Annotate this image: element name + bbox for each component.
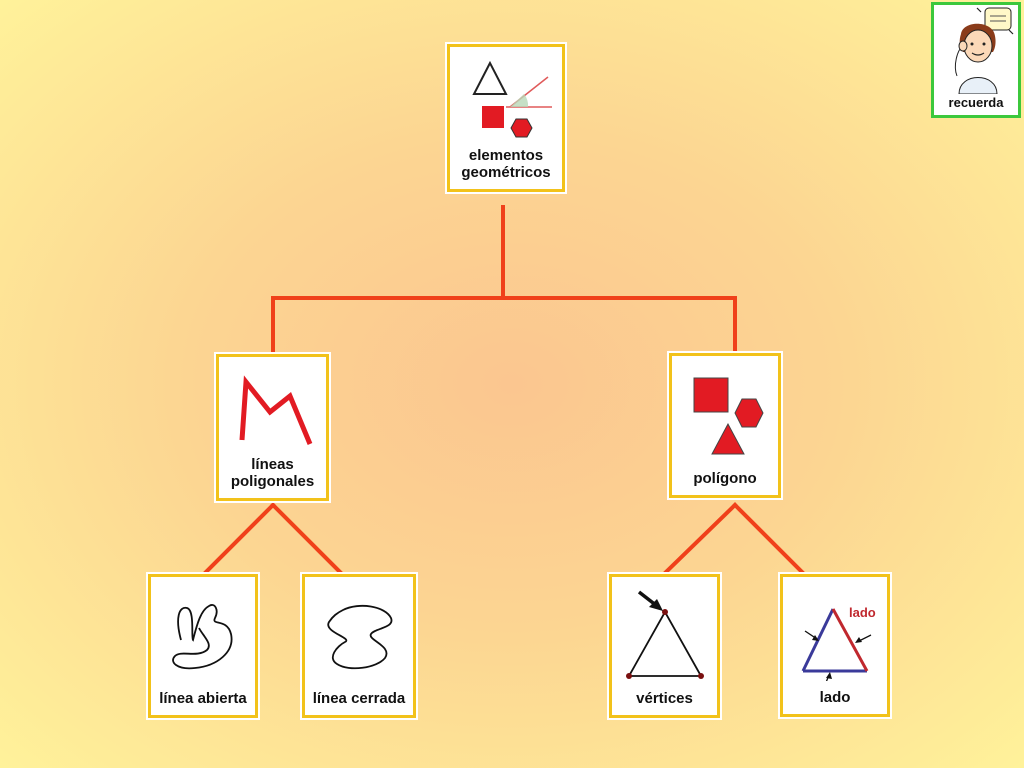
geometry-elements-icon	[472, 60, 552, 138]
closed-curve-icon	[327, 604, 393, 669]
node-vertices: vértices	[607, 572, 722, 720]
connector-vertices	[663, 502, 738, 575]
triangle-vertex-icon	[625, 590, 704, 679]
node-label: línea abierta	[159, 690, 247, 707]
remember-card[interactable]: recuerda	[931, 2, 1021, 118]
remember-label: recuerda	[948, 95, 1004, 110]
node-label: líneas poligonales	[230, 456, 315, 490]
node-open-line: línea abierta	[146, 572, 260, 720]
side-annotation: lado	[849, 605, 876, 620]
node-label: lado	[819, 689, 851, 706]
connector-open-line	[203, 502, 276, 575]
node-closed-line: línea cerrada	[300, 572, 418, 720]
node-label: polígono	[693, 470, 757, 487]
polyline-icon	[239, 374, 312, 445]
node-polygonal-lines: líneas poligonales	[214, 352, 331, 503]
node-side: lado lado	[778, 572, 892, 719]
thinking-person-icon	[954, 7, 1014, 94]
connector-closed-line	[270, 502, 343, 575]
polygons-icon	[693, 377, 764, 455]
node-label: elementos geométricos	[461, 147, 551, 181]
node-polygon: polígono	[667, 351, 783, 500]
node-geometric-elements: elementos geométricos	[445, 42, 567, 194]
triangle-side-icon	[801, 608, 872, 681]
connector-side	[732, 502, 805, 575]
node-label: vértices	[636, 690, 693, 707]
arrow-icon	[648, 598, 663, 611]
node-label: línea cerrada	[312, 690, 406, 707]
open-curve-icon	[172, 603, 233, 669]
